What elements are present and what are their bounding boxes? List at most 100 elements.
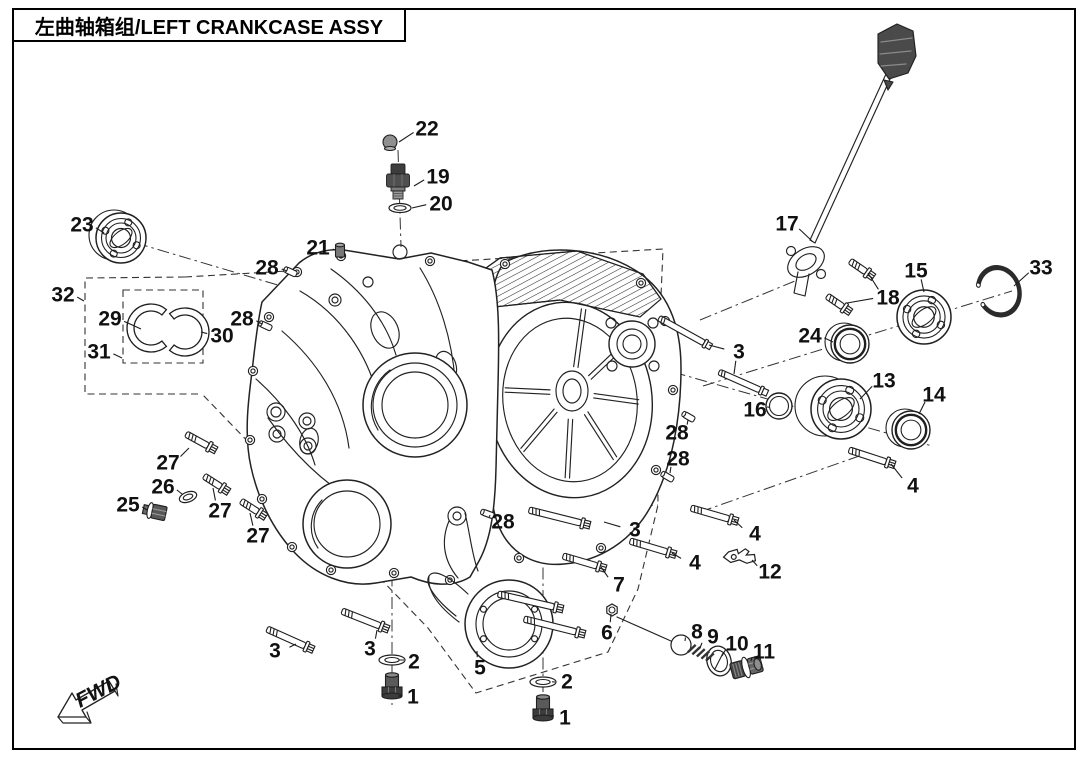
callout-21-4: 21 [306,237,335,260]
callout-2-42: 2 [552,671,573,694]
dowel-pin-28c [681,410,696,423]
callout-32-10: 32 [51,284,85,307]
callout-7-33: 7 [600,566,625,597]
callout-10-38: 10 [721,633,749,657]
mount-flange [787,246,825,278]
lower-bore [302,479,392,569]
callout-3-29: 3 [603,519,641,542]
callout-25-24: 25 [116,494,148,517]
callout-label-10: 10 [725,633,748,656]
drain-plug-1a [381,672,403,700]
bearing-shell-30 [168,307,210,357]
callout-label-14: 14 [922,384,946,407]
detail-box-32 [84,276,202,395]
plug-25 [141,502,168,521]
callout-28-21: 28 [666,448,690,474]
bolt-bosses [244,250,679,586]
leader-line [411,204,427,209]
callout-28-5: 28 [255,257,288,280]
title-block: 左曲轴箱组/LEFT CRANKCASE ASSY [12,8,406,42]
leader-line [859,385,873,400]
callout-2-40: 2 [399,651,420,674]
callout-1-43: 1 [550,707,571,730]
callout-label-27: 27 [208,500,231,523]
callout-label-28: 28 [666,448,690,471]
leader-line [699,642,703,649]
callout-11-39: 11 [750,641,775,664]
leader-line [281,268,288,272]
bolt-18b [825,293,854,317]
callout-31-13: 31 [87,341,123,364]
leader-line [798,228,813,242]
callout-28-20: 28 [665,419,689,445]
bearing-23 [88,209,147,264]
filter-body [428,575,460,623]
leader-line [751,559,758,567]
callout-3-45: 3 [364,629,378,661]
callout-29-11: 29 [98,308,142,331]
leader-line [750,656,753,662]
leader-line [332,248,335,251]
rubber-cap-22 [382,134,398,152]
steel-ball-8 [670,634,692,656]
callout-label-24: 24 [798,325,822,348]
callout-4-31: 4 [671,552,701,575]
bolt-6b [523,615,587,639]
leader-line [142,506,148,511]
callout-label-28: 28 [255,257,279,280]
callout-20-2: 20 [411,193,453,216]
callout-13-17: 13 [859,370,896,400]
callout-label-27: 27 [246,525,269,548]
oil-seal-24 [824,322,870,364]
leader-line [669,466,672,474]
plug-21 [334,242,346,258]
bearing-15 [896,289,952,345]
output-flange [608,320,656,368]
leader-line [824,337,834,343]
washer-2b [529,676,557,688]
callout-label-2: 2 [561,671,573,694]
callout-label-1: 1 [407,686,419,709]
washer-26 [178,490,198,504]
leader-line [374,629,378,639]
callout-label-3: 3 [269,640,281,663]
leader-line [890,463,903,479]
page-border [12,8,1076,750]
leader-line [200,331,208,335]
leader-line [609,613,612,623]
leader-line [413,179,425,187]
leader-line [733,519,743,529]
callout-label-15: 15 [904,260,928,283]
callout-label-22: 22 [415,118,438,141]
callout-label-9: 9 [707,626,719,649]
callout-6-34: 6 [601,613,613,645]
leader-line [212,487,216,501]
callout-28-28: 28 [488,511,515,534]
case-webbing [281,330,350,449]
sensor-boss [392,244,408,260]
callout-28-14: 28 [230,308,263,331]
filter-bracket [464,512,479,572]
callout-label-6: 6 [601,622,613,645]
crankcase-drawing [244,244,682,669]
drain-plug-1b [532,694,554,722]
callout-label-19: 19 [426,166,449,189]
callout-label-3: 3 [364,638,376,661]
bolt-6a [497,590,565,614]
callout-label-4: 4 [689,552,701,575]
callout-label-3: 3 [733,341,745,364]
callout-label-27: 27 [156,452,179,475]
page-title: 左曲轴箱组/LEFT CRANKCASE ASSY [34,16,384,39]
callout-label-5: 5 [474,657,486,680]
bolt-7 [562,552,608,573]
bearing-13 [794,375,872,440]
axis-line [699,280,796,321]
stud-3a [657,315,714,351]
leader-line [867,272,879,290]
clutch-cover-inner [502,317,638,483]
bolt-3c [528,506,592,530]
callout-label-1: 1 [559,707,571,730]
oil-seal-14 [885,408,931,450]
leader-line [721,649,727,657]
